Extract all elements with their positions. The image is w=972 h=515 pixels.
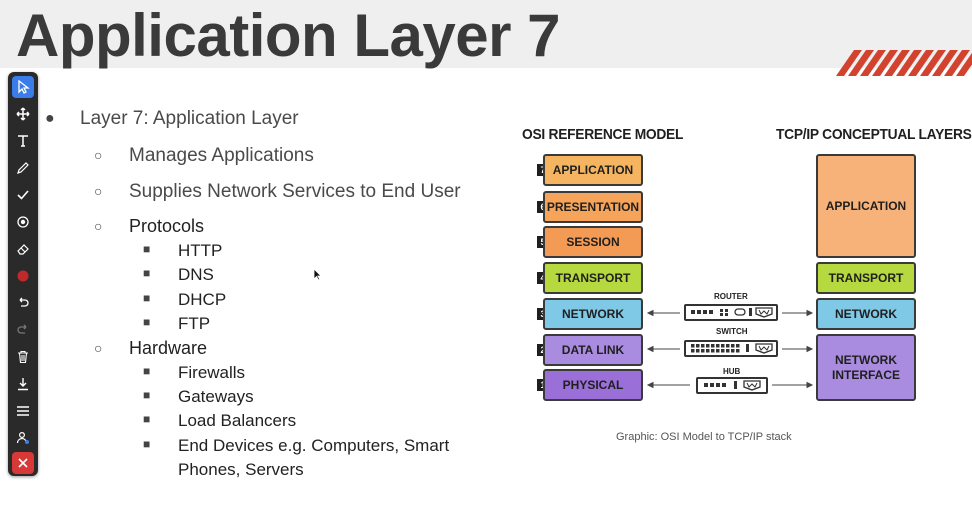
pointer-tool[interactable] [12,76,34,98]
download-tool[interactable] [12,373,34,395]
eraser-icon [17,244,29,255]
trash-tool[interactable] [12,346,34,368]
protocol-item: DHCP [178,290,227,309]
bullet-circle: ○ [94,218,103,234]
hub-icon [696,377,768,394]
bullet-disc: ● [45,110,55,127]
hardware-item: Load Balancers [178,411,297,430]
slide-title: Application Layer 7 [16,2,560,69]
pointer-icon [18,80,30,94]
decorative-stripes [836,50,972,76]
bullet-square: ■ [143,437,151,451]
bullet-square: ■ [143,412,151,426]
bullet-circle: ○ [94,147,103,163]
bullet-main: Layer 7: Application Layer [80,108,299,129]
bullet-protocols: Protocols [129,216,205,236]
trash-icon [18,350,28,364]
osi-layer-session: SESSION [543,226,643,258]
tcp-layer-network-interface: NETWORK INTERFACE [816,334,916,401]
bullet-hardware: Hardware [129,338,208,358]
switch-label: SWITCH [716,327,748,336]
text-tool[interactable] [12,130,34,152]
bullet-square: ■ [143,242,151,256]
tcp-layer-network: NETWORK [816,298,916,330]
osi-layer-physical: PHYSICAL [543,369,643,401]
bullet-list: ● Layer 7: Application Layer ○ Manages A… [45,108,461,479]
osi-tcpip-diagram: OSI REFERENCE MODEL TCP/IP CONCEPTUAL LA… [520,120,972,420]
redo-tool[interactable] [12,319,34,341]
tcp-heading: TCP/IP CONCEPTUAL LAYERS [776,126,972,143]
osi-heading: OSI REFERENCE MODEL [522,126,684,143]
osi-layer-transport: TRANSPORT [543,262,643,294]
switch-icon [684,340,778,357]
protocol-item: HTTP [178,241,223,260]
user-settings-tool[interactable] [12,427,34,449]
hardware-item: End Devices e.g. Computers, Smart [178,436,450,455]
slide-header [0,0,972,68]
tcp-layer-label-line: NETWORK [835,352,897,367]
router-label: ROUTER [714,292,748,301]
bullet-manages: Manages Applications [129,145,314,166]
record-icon [17,270,29,282]
osi-layer-application: APPLICATION [543,154,643,186]
download-icon [18,378,28,391]
osi-layer-data-link: DATA LINK [543,334,643,366]
bullet-square: ■ [143,315,151,329]
tcp-layer-application: APPLICATION [816,154,916,258]
user-settings-icon [16,431,29,444]
pen-icon [17,162,29,174]
hardware-item: Firewalls [178,363,246,382]
undo-icon [19,297,29,307]
bullet-square: ■ [143,291,151,305]
menu-icon [17,406,29,416]
bullet-supplies: Supplies Network Services to End User [129,181,461,202]
osi-layer-network: NETWORK [543,298,643,330]
tcp-layer-transport: TRANSPORT [816,262,916,294]
record-tool[interactable] [12,265,34,287]
connector-arrows [646,309,814,389]
bullet-square: ■ [143,266,151,280]
move-tool[interactable] [12,103,34,125]
close-icon [18,458,28,468]
diagram-caption: Graphic: OSI Model to TCP/IP stack [616,431,792,443]
router-icon [684,304,778,321]
protocol-item: DNS [178,265,214,284]
eraser-tool[interactable] [12,238,34,260]
move-icon [16,107,30,121]
menu-tool[interactable] [12,400,34,422]
hub-label: HUB [723,367,741,376]
mouse-cursor-icon [313,268,322,286]
check-icon [17,190,29,200]
undo-tool[interactable] [12,292,34,314]
text-icon [18,135,28,147]
annotation-toolbar [8,72,38,476]
osi-layer-presentation: PRESENTATION [543,191,643,223]
close-tool[interactable] [12,452,34,474]
bullet-square: ■ [143,364,151,378]
redo-icon [17,324,27,334]
spotlight-tool[interactable] [12,211,34,233]
bullet-circle: ○ [94,340,103,356]
tcp-layer-label-line: INTERFACE [831,367,900,382]
pen-tool[interactable] [12,157,34,179]
hardware-item: Gateways [178,387,254,406]
hardware-item-continued: Phones, Servers [178,460,304,479]
bullet-circle: ○ [94,183,103,199]
protocol-item: FTP [178,314,211,333]
bullet-square: ■ [143,388,151,402]
check-tool[interactable] [12,184,34,206]
spotlight-icon [17,216,29,228]
